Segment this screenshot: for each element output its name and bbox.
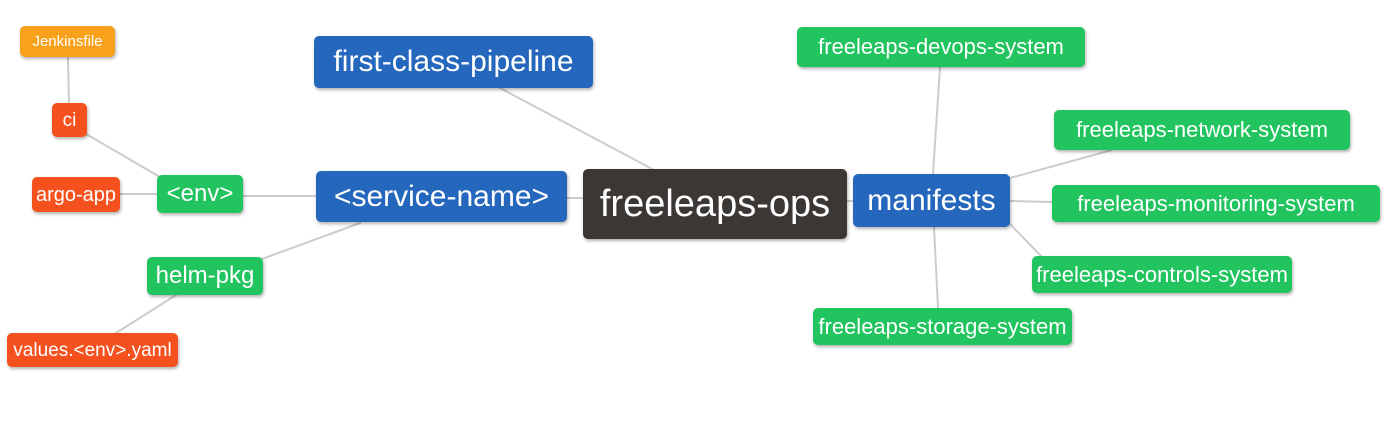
node-values-env-yaml[interactable]: values.<env>.yaml — [7, 333, 178, 367]
edge-first-class-pipeline-ops — [499, 87, 657, 172]
node-freeleaps-ops[interactable]: freeleaps-ops — [583, 169, 847, 239]
edge-manifests-monitoring-system — [1009, 200, 1053, 203]
node-env[interactable]: <env> — [157, 175, 243, 213]
node-service-name[interactable]: <service-name> — [316, 171, 567, 222]
node-manifests[interactable]: manifests — [853, 174, 1010, 227]
edge-service-name-helm-pkg — [261, 222, 361, 260]
edge-jenkinsfile-ci — [67, 56, 70, 104]
node-jenkinsfile[interactable]: Jenkinsfile — [20, 26, 115, 57]
edge-manifests-controls-system — [1007, 221, 1043, 258]
edge-helm-pkg-values — [115, 294, 177, 334]
node-first-class-pipeline[interactable]: first-class-pipeline — [314, 36, 593, 88]
node-helm-pkg[interactable]: helm-pkg — [147, 257, 263, 295]
node-freeleaps-storage-system[interactable]: freeleaps-storage-system — [813, 308, 1072, 345]
node-argo-app[interactable]: argo-app — [32, 177, 120, 212]
node-freeleaps-network-system[interactable]: freeleaps-network-system — [1054, 110, 1350, 150]
node-freeleaps-devops-system[interactable]: freeleaps-devops-system — [797, 27, 1085, 67]
edge-manifests-storage-system — [933, 226, 939, 309]
edge-manifests-network-system — [1009, 149, 1113, 179]
edge-manifests-devops-system — [932, 66, 941, 175]
node-freeleaps-monitoring-system[interactable]: freeleaps-monitoring-system — [1052, 185, 1380, 222]
node-ci[interactable]: ci — [52, 103, 87, 137]
node-freeleaps-controls-system[interactable]: freeleaps-controls-system — [1032, 256, 1292, 293]
edge-ci-env — [85, 133, 161, 178]
